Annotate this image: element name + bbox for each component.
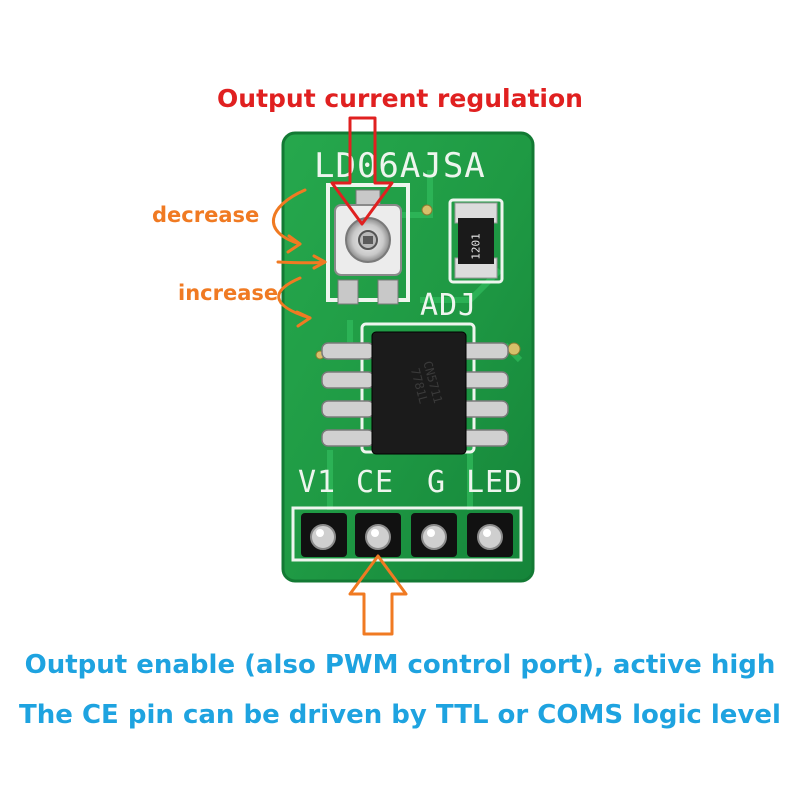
caption-line-2: The CE pin can be driven by TTL or COMS … [19, 700, 781, 730]
title-text: Output current regulation [217, 84, 583, 113]
resistor-code: 1201 [469, 233, 483, 260]
increase-label: increase [178, 281, 279, 305]
caption-line-1: Output enable (also PWM control port), a… [24, 650, 776, 680]
pin-label-v1: V1 [298, 465, 337, 500]
pin-label-ce: CE [356, 465, 395, 500]
ic-chip [321, 322, 509, 455]
adj-label: ADJ [420, 288, 478, 323]
smd-resistor [448, 198, 504, 284]
pin-label-g: G [427, 465, 447, 500]
decrease-label: decrease [152, 203, 260, 227]
pin-label-led: LED [466, 465, 524, 500]
board-model-label: LD06AJSA [314, 146, 486, 186]
